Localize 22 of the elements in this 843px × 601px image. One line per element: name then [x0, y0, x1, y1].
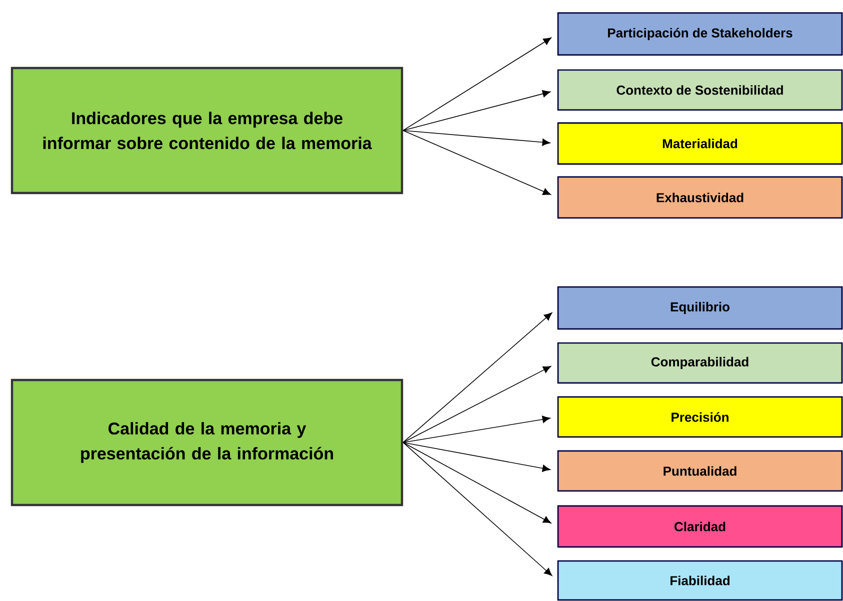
category-box: Indicadores que la empresa debe informar sobre contenido de la memoria — [10, 66, 404, 194]
arrow — [402, 312, 552, 443]
category-box: Calidad de la memoria y presentación de la información — [10, 378, 404, 506]
arrow — [402, 38, 552, 131]
arrow — [402, 90, 551, 131]
item-box: Contexto de Sostenibilidad — [557, 69, 843, 111]
arrow — [402, 442, 552, 524]
item-box: Equilibrio — [557, 286, 843, 330]
item-box: Precisión — [557, 396, 843, 438]
item-box: Materialidad — [557, 122, 843, 165]
arrow — [402, 130, 551, 196]
item-box: Fiabilidad — [557, 560, 843, 601]
item-box: Puntualidad — [557, 450, 843, 492]
item-box: Participación de Stakeholders — [557, 12, 843, 56]
arrow — [402, 416, 550, 443]
item-box: Claridad — [557, 505, 843, 548]
arrow — [402, 366, 552, 443]
arrow — [402, 442, 552, 576]
item-box: Comparabilidad — [557, 342, 843, 384]
arrow — [402, 130, 550, 146]
arrow — [402, 442, 550, 472]
item-box: Exhaustividad — [557, 176, 843, 219]
